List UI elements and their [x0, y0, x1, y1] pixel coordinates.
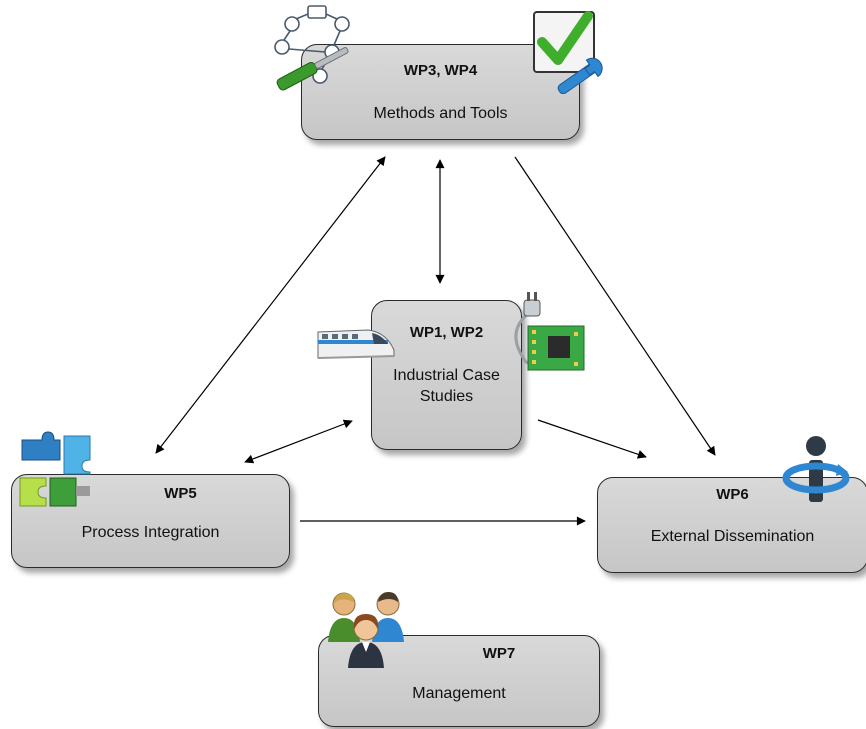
node-methods-and-tools: WP3, WP4 Methods and Tools [301, 44, 580, 140]
puzzle-icon [19, 431, 91, 507]
arrow-industrial-process [244, 419, 353, 464]
flowchart-tool-icon [274, 5, 350, 91]
checkbox-wrench-icon [533, 11, 603, 94]
arrow-methods-process [155, 156, 386, 454]
node-label: Industrial Case Studies [393, 367, 500, 405]
node-code: WP3, WP4 [403, 62, 478, 79]
node-code: WP6 [716, 486, 749, 503]
arrow-methods-dissemination [514, 156, 716, 456]
node-label: Process Integration [81, 524, 220, 541]
node-industrial-case-studies: WP1, WP2 Industrial Case Studies [371, 300, 522, 450]
node-label: Methods and Tools [373, 105, 508, 122]
info-rotate-icon [782, 436, 850, 502]
node-code: WP1, WP2 [409, 324, 484, 341]
circuit-plug-icon [514, 292, 585, 371]
node-label: External Dissemination [650, 528, 815, 545]
arrow-industrial-dissemination [537, 419, 647, 459]
node-label: Management [412, 685, 506, 702]
people-group-icon [328, 592, 404, 668]
node-code: WP7 [482, 645, 516, 662]
node-code: WP5 [164, 485, 197, 502]
train-icon [317, 329, 395, 359]
